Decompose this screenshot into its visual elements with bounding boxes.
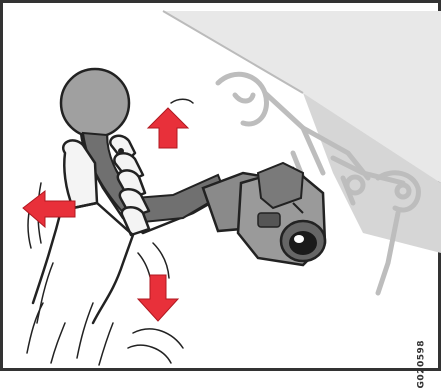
illustration-canvas: [3, 3, 441, 374]
figure-code-label: G020598: [416, 340, 426, 388]
towbar-ball-icon: [61, 69, 325, 265]
arrow-left-icon: [23, 191, 75, 227]
towbar-removal-illustration: G020598: [0, 0, 441, 371]
arrow-down-icon: [138, 275, 178, 321]
arrow-up-icon: [148, 108, 188, 148]
